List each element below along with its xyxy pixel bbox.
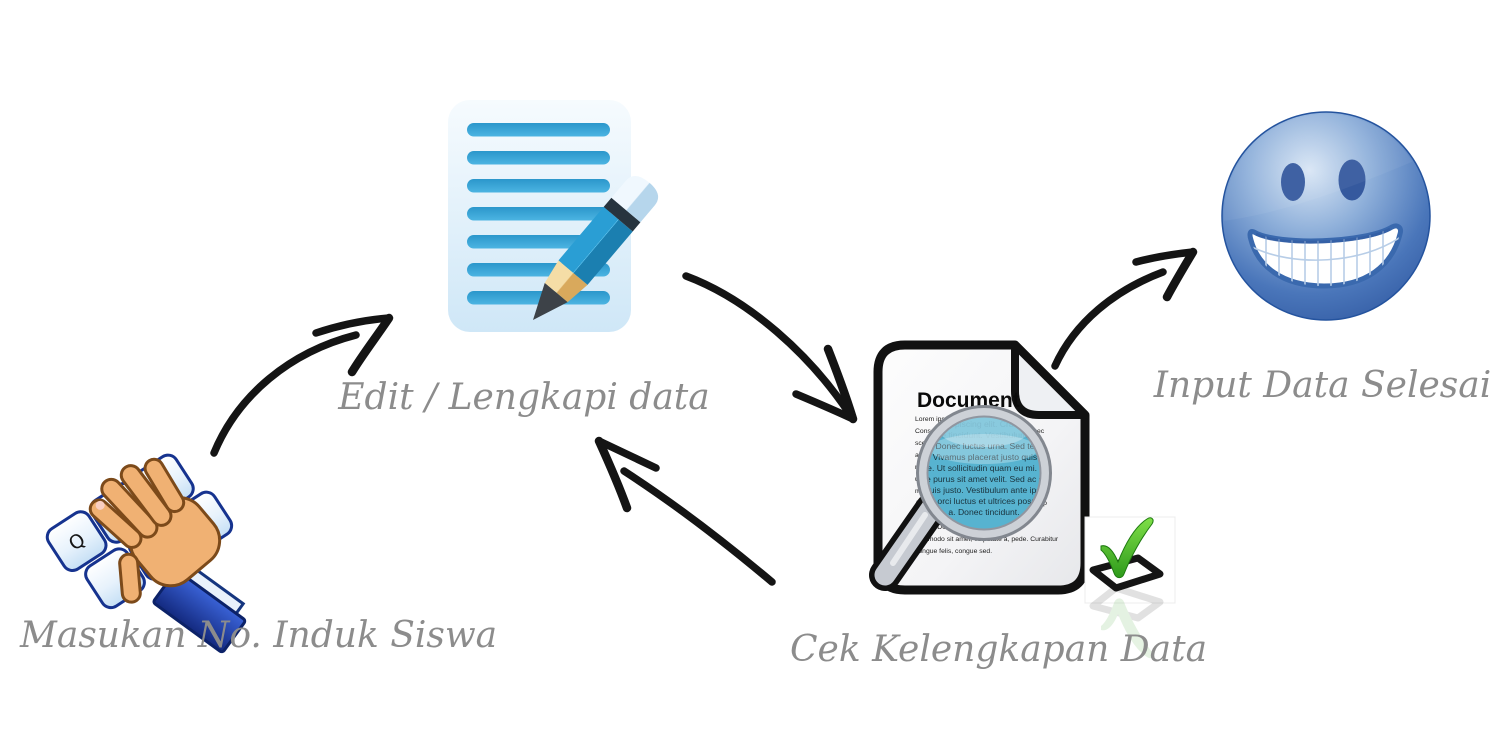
magnifier-lens: ctetuer adipiscing elit. Cras eget nec r…	[903, 405, 1066, 541]
checkbox-check-icon	[1084, 516, 1176, 659]
document-pencil-icon	[448, 100, 659, 332]
svg-text:ean quis justo. Vestibulum ant: ean quis justo. Vestibulum ante ipsum p	[908, 485, 1060, 495]
label-input-student-id: Masukan No. Induk Siswa	[20, 615, 498, 656]
arrow-check-to-edit	[594, 436, 776, 586]
svg-text:us ante. Ut sollicitudin quam: us ante. Ut sollicitudin quam eu mi. Don…	[904, 463, 1065, 473]
svg-text:lestie purus sit amet velit. S: lestie purus sit amet velit. Sed ac sem,	[911, 474, 1058, 484]
green-check-icon	[1100, 517, 1154, 579]
pencil-icon	[533, 175, 659, 320]
arrow-check-to-done	[1051, 247, 1198, 370]
grin-mouth	[1247, 223, 1403, 289]
finger	[119, 464, 173, 527]
arrow-edit-to-check	[682, 272, 858, 424]
finger	[100, 477, 159, 539]
fingertip-highlight	[95, 500, 105, 510]
arrow-input-to-edit	[210, 313, 394, 457]
finger	[143, 457, 186, 514]
keyboard-hand-icon: Q W E	[45, 453, 247, 654]
reflection	[1089, 584, 1164, 659]
svg-text:massa. Vivamus placerat justo: massa. Vivamus placerat justo quis nibh.…	[903, 452, 1066, 462]
thumb	[118, 552, 142, 604]
smiley-icon	[1221, 111, 1431, 321]
finger	[88, 498, 143, 549]
document-magnifier-icon: Document Lorem ipsum dolor sit amet, con…	[869, 340, 1090, 595]
svg-text:congue felis, congue sed.: congue felis, congue sed.	[915, 548, 992, 555]
svg-text:ctetuer adipiscing elit. Cras: ctetuer adipiscing elit. Cras eget nec	[915, 419, 1054, 429]
hand-icon	[88, 457, 247, 654]
magnifier-handle	[869, 493, 947, 591]
svg-text:nulla. Donec luctus urna. Sed: nulla. Donec luctus urna. Sed tempus	[913, 441, 1056, 451]
key-q	[45, 510, 108, 573]
label-edit-data: Edit / Lengkapi data	[338, 377, 710, 418]
svg-text:a. Donec tincidunt.: a. Donec tincidunt.	[948, 507, 1019, 517]
svg-text:ibus orci luctus et ultrices p: ibus orci luctus et ultrices posuere	[919, 496, 1049, 506]
label-input-done: Input Data Selesai	[1153, 365, 1492, 406]
svg-text:risque tincidunt. Vestibulum q: risque tincidunt. Vestibulum quis	[923, 430, 1046, 440]
label-check-data: Cek Kelengkapan Data	[790, 629, 1208, 670]
folded-corner	[1011, 341, 1089, 419]
